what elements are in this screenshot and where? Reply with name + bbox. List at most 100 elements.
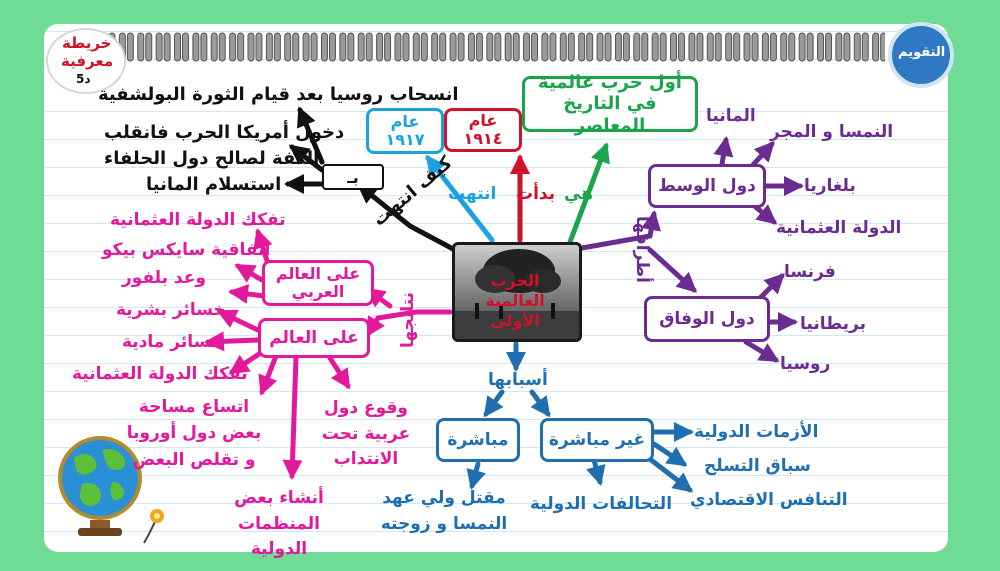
binding-ring bbox=[494, 32, 502, 62]
label-hiya: هي bbox=[564, 184, 593, 204]
binding-ring bbox=[384, 32, 392, 62]
binding-ring bbox=[284, 32, 292, 62]
binding-ring bbox=[365, 32, 373, 62]
indirect-cause-2: سباق التسلح bbox=[704, 456, 811, 476]
binding-ring bbox=[210, 32, 218, 62]
label-nataijuha: نتائجها bbox=[398, 292, 418, 348]
binding-ring bbox=[229, 32, 237, 62]
binding-ring bbox=[578, 32, 586, 62]
allies-member-2: بريطانيا bbox=[800, 314, 866, 334]
label-asbabuha: أسبابها bbox=[488, 370, 548, 390]
evaluation-label: التقويم bbox=[898, 45, 946, 60]
central-member-4: الدولة العثمانية bbox=[776, 218, 902, 238]
binding-ring bbox=[420, 32, 428, 62]
binding-ring bbox=[622, 32, 630, 62]
binding-ring bbox=[163, 32, 171, 62]
binding-ring bbox=[798, 32, 806, 62]
binding-ring bbox=[137, 32, 145, 62]
binding-ring bbox=[302, 32, 310, 62]
binding-ring bbox=[402, 32, 410, 62]
binding-ring bbox=[725, 32, 733, 62]
binding-ring bbox=[237, 32, 245, 62]
binding-ring bbox=[292, 32, 300, 62]
spiral-binding bbox=[100, 32, 885, 62]
indirect-cause-4: التحالفات الدولية bbox=[530, 494, 673, 514]
binding-ring bbox=[670, 32, 678, 62]
binding-ring bbox=[688, 32, 696, 62]
binding-ring bbox=[743, 32, 751, 62]
binding-ring bbox=[376, 32, 384, 62]
bi-box: بـ bbox=[322, 164, 384, 190]
binding-ring bbox=[853, 32, 861, 62]
binding-ring bbox=[218, 32, 226, 62]
allies-box: دول الوفاق bbox=[644, 296, 770, 342]
binding-ring bbox=[523, 32, 531, 62]
binding-ring bbox=[475, 32, 483, 62]
center-title: الحرب العالمية الأولى bbox=[485, 271, 545, 330]
arab-item-2: اتفاقية سايكس بيكو bbox=[102, 240, 271, 260]
binding-ring bbox=[247, 32, 255, 62]
binding-ring bbox=[633, 32, 641, 62]
binding-ring bbox=[273, 32, 281, 62]
evaluation-button[interactable]: التقويم bbox=[888, 22, 954, 88]
binding-ring bbox=[457, 32, 465, 62]
binding-ring bbox=[155, 32, 163, 62]
binding-ring bbox=[733, 32, 741, 62]
central-member-3: بلغاريا bbox=[804, 176, 856, 196]
central-powers-box: دول الوسط bbox=[648, 164, 766, 208]
arab-world-box: على العالم العربي bbox=[262, 260, 374, 306]
direct-cause-1: مقتل ولي عهد النمسا و زوجته bbox=[380, 488, 508, 534]
world-box: على العالم bbox=[258, 318, 370, 358]
war-photo: الحرب العالمية الأولى bbox=[452, 242, 582, 342]
binding-ring bbox=[806, 32, 814, 62]
binding-ring bbox=[192, 32, 200, 62]
end-reason-4: استسلام المانيا bbox=[146, 174, 282, 195]
binding-ring bbox=[706, 32, 714, 62]
arab-item-1: تفكك الدولة العثمانية bbox=[110, 210, 286, 230]
allies-member-3: روسيا bbox=[780, 354, 831, 374]
indirect-cause-1: الأزمات الدولية bbox=[694, 422, 819, 442]
binding-ring bbox=[872, 32, 880, 62]
binding-ring bbox=[310, 32, 318, 62]
label-bada-at: بدأت bbox=[516, 184, 556, 204]
binding-ring bbox=[559, 32, 567, 62]
binding-ring bbox=[769, 32, 777, 62]
world-item-1: خسائر بشرية bbox=[116, 300, 226, 320]
knowledge-map-badge: خريطة معرفية د5 bbox=[46, 28, 126, 94]
central-member-2: النمسا و المجر bbox=[770, 122, 894, 142]
explosion-image bbox=[455, 249, 579, 339]
indirect-cause-3: التنافس الاقتصادي bbox=[690, 490, 848, 510]
arab-item-3: وعد بلفور bbox=[122, 268, 206, 288]
globe-icon bbox=[58, 436, 142, 536]
binding-ring bbox=[531, 32, 539, 62]
binding-ring bbox=[541, 32, 549, 62]
binding-ring bbox=[181, 32, 189, 62]
binding-ring bbox=[641, 32, 649, 62]
binding-ring bbox=[761, 32, 769, 62]
end-reason-2: دخول أمريكا الحرب فانقلب bbox=[104, 122, 345, 143]
binding-ring bbox=[817, 32, 825, 62]
binding-ring bbox=[843, 32, 851, 62]
binding-ring bbox=[651, 32, 659, 62]
binding-ring bbox=[449, 32, 457, 62]
binding-ring bbox=[173, 32, 181, 62]
binding-ring bbox=[549, 32, 557, 62]
badge-line1: خريطة bbox=[62, 34, 112, 52]
world-item-5: وقوع دول عربية تحت الانتداب bbox=[321, 398, 411, 469]
world-item-6: أنشاء بعض المنظمات الدولية bbox=[234, 488, 324, 559]
binding-ring bbox=[678, 32, 686, 62]
definition-box: أول حرب عالمية في التاريخ المعاصر bbox=[522, 72, 698, 136]
binding-ring bbox=[586, 32, 594, 62]
badge-line3: د5 bbox=[76, 72, 91, 86]
binding-ring bbox=[835, 32, 843, 62]
binding-ring bbox=[439, 32, 447, 62]
binding-ring bbox=[265, 32, 273, 62]
binding-ring bbox=[357, 32, 365, 62]
binding-ring bbox=[255, 32, 263, 62]
world-item-2: خسائر مادية bbox=[122, 332, 224, 352]
indirect-causes-box: غير مباشرة bbox=[540, 418, 654, 462]
binding-ring bbox=[328, 32, 336, 62]
binding-ring bbox=[339, 32, 347, 62]
binding-ring bbox=[431, 32, 439, 62]
